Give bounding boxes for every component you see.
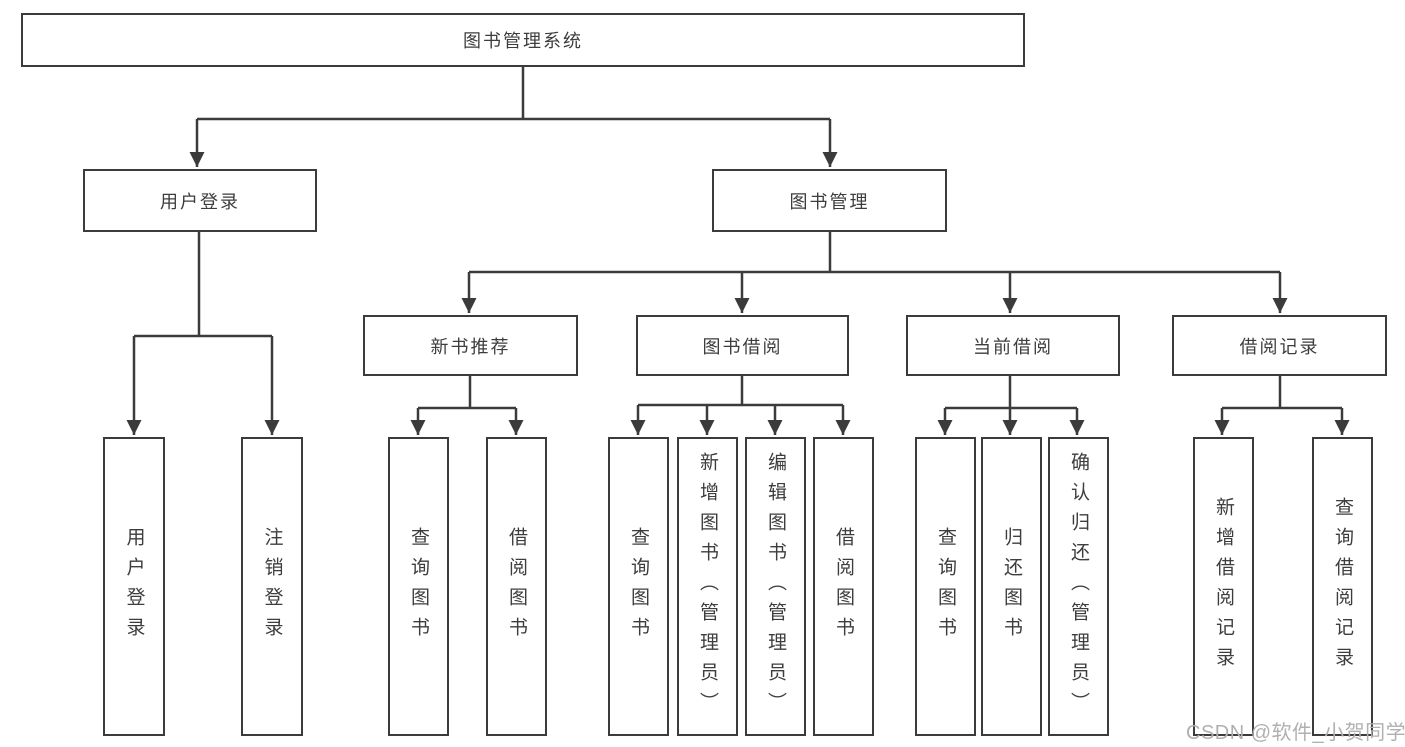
leaf-edit-book-admin: 编辑图书（管理员） [745,437,806,736]
leaf-add-book-admin: 新增图书（管理员） [677,437,738,736]
node-user-login: 用户登录 [83,169,317,232]
watermark-text: CSDN @软件_小贺同学 [1186,722,1405,744]
leaf-logout: 注销登录 [241,437,303,736]
leaf-query-borrow-record: 查询借阅记录 [1312,437,1373,736]
leaf-query-books-current: 查询图书 [915,437,976,736]
leaf-borrow-books-recommend: 借阅图书 [486,437,547,736]
leaf-user-login: 用户登录 [103,437,165,736]
leaf-add-borrow-record: 新增借阅记录 [1193,437,1254,736]
leaf-confirm-return-admin: 确认归还（管理员） [1048,437,1109,736]
node-new-book-recommend: 新书推荐 [363,315,578,376]
leaf-query-books-borrowing: 查询图书 [608,437,669,736]
node-book-management: 图书管理 [712,169,947,232]
leaf-borrow-books: 借阅图书 [813,437,874,736]
node-system-root: 图书管理系统 [21,13,1025,67]
node-current-borrowing: 当前借阅 [906,315,1120,376]
node-borrowing-records: 借阅记录 [1172,315,1387,376]
node-book-borrowing: 图书借阅 [636,315,849,376]
leaf-query-books-recommend: 查询图书 [388,437,449,736]
leaf-return-book: 归还图书 [981,437,1042,736]
